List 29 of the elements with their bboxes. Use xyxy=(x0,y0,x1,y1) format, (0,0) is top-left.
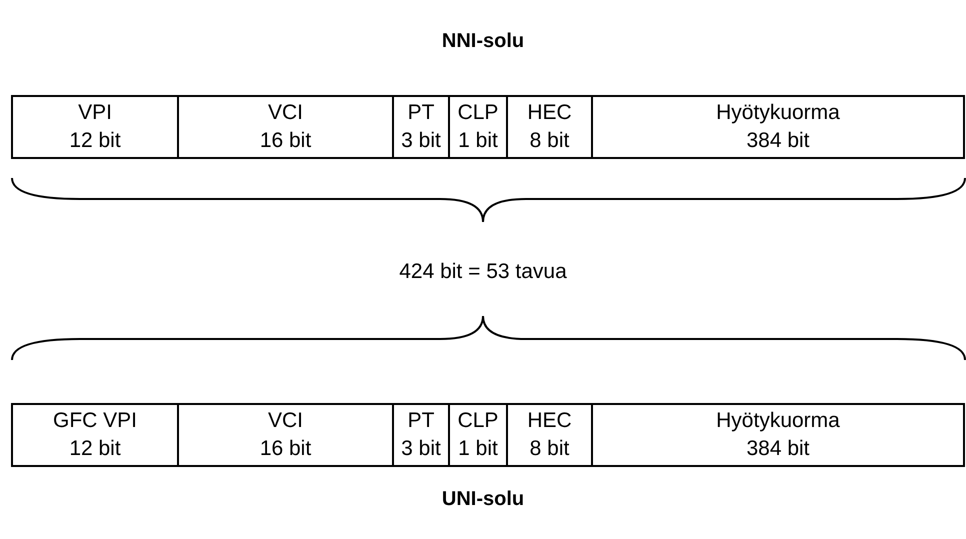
field-name: GFC VPI xyxy=(52,408,137,434)
bit-count: 12 bit xyxy=(69,128,121,154)
field-name: VCI xyxy=(268,408,303,434)
field-name: VCI xyxy=(268,100,303,126)
field-name: HEC xyxy=(527,408,572,434)
bit-count: 384 bit xyxy=(746,436,810,462)
bit-count: 3 bit xyxy=(401,128,441,154)
field-name: HEC xyxy=(527,100,572,126)
field-name: PT xyxy=(408,100,434,126)
field-name: VPI xyxy=(78,100,112,126)
bit-count: 16 bit xyxy=(260,436,312,462)
cell-row xyxy=(11,403,965,467)
label-text: 424 bit = 53 tavua xyxy=(399,260,567,284)
label-text: NNI-solu xyxy=(442,30,524,53)
bit-count: 8 bit xyxy=(530,128,570,154)
bit-count: 384 bit xyxy=(746,128,810,154)
label-text: UNI-solu xyxy=(442,488,524,511)
bit-count: 3 bit xyxy=(401,436,441,462)
field-name: CLP xyxy=(458,408,498,434)
bit-count: 16 bit xyxy=(260,128,312,154)
field-name: Hyötykuorma xyxy=(716,408,840,434)
field-name: Hyötykuorma xyxy=(716,100,840,126)
bit-count: 1 bit xyxy=(458,128,498,154)
cell-row xyxy=(11,95,965,159)
bit-count: 12 bit xyxy=(69,436,121,462)
bit-count: 8 bit xyxy=(530,436,570,462)
field-name: CLP xyxy=(458,100,498,126)
field-name: PT xyxy=(408,408,434,434)
bit-count: 1 bit xyxy=(458,436,498,462)
